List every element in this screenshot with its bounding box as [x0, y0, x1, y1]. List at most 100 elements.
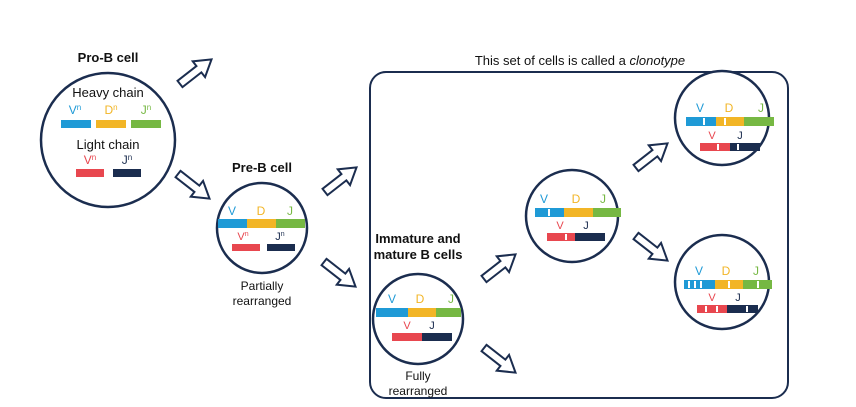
pre-b-heavy-v-label: V — [228, 204, 236, 218]
pro-b-light-j-segment — [113, 169, 141, 177]
clone-top-heavy-j-segment — [744, 117, 774, 126]
arrow-mid-to-bottom — [628, 227, 675, 270]
pre-b-cell: Pre-B cell V D J Vn Jn Partially rearran… — [215, 160, 309, 308]
pre-b-light-v-segment — [232, 244, 260, 251]
clone-middle-heavy-v-label: V — [540, 192, 548, 206]
pro-b-heavy-j-segment — [131, 120, 161, 128]
pre-b-title: Pre-B cell — [232, 160, 292, 175]
pre-b-heavy-d-segment — [247, 219, 276, 228]
clone-middle-heavy-d-label: D — [572, 192, 581, 206]
pro-b-circle — [39, 71, 177, 209]
pro-b-heavy-d-segment — [96, 120, 126, 128]
clone-middle-heavy-d-segment — [564, 208, 593, 217]
immature-caption-line1: Fully — [405, 369, 430, 383]
pro-b-heavy-v-label: Vn — [69, 103, 81, 117]
immature-heavy-v-segment — [376, 308, 408, 317]
light-chain-label: Light chain — [77, 137, 140, 152]
clone-bottom-heavy-j-label: J — [753, 264, 759, 278]
clone-bottom-heavy-mutation-mark-3 — [700, 281, 702, 288]
pre-b-light-j-segment — [267, 244, 295, 251]
clonotype-title: This set of cells is called a clonotype — [475, 53, 685, 68]
clone-top-light-mutation-mark-1 — [717, 144, 719, 150]
arrow-pre-to-immature — [316, 253, 363, 296]
clone-bottom-heavy-v-segment — [684, 280, 715, 289]
pro-b-light-v-segment — [76, 169, 104, 177]
arrow-immature-to-mid — [476, 245, 523, 288]
heavy-chain-label: Heavy chain — [72, 85, 144, 100]
pre-b-light-v-label: Vn — [237, 231, 248, 243]
immature-heavy-v-label: V — [388, 292, 396, 306]
clone-middle-heavy-j-segment — [593, 208, 621, 217]
immature-light-v-segment — [392, 333, 422, 341]
clone-bottom-heavy-mutation-mark-1 — [688, 281, 690, 288]
clone-bottom-light-v-label: V — [708, 292, 716, 304]
clone-middle-heavy-j-label: J — [600, 192, 606, 206]
immature-heavy-d-label: D — [416, 292, 425, 306]
clone-bottom-light-mutation-mark-2 — [716, 306, 718, 312]
clone-cell-middle: V D J V J — [524, 168, 621, 264]
immature-heavy-j-segment — [436, 308, 461, 317]
pre-b-heavy-j-segment — [276, 219, 305, 228]
clone-bottom-heavy-d-label: D — [722, 264, 731, 278]
arrow-pro-to-pre — [170, 165, 217, 208]
clone-middle-light-j-label: J — [583, 220, 589, 232]
clone-cell-bottom: V D J V J — [673, 233, 772, 331]
pro-b-heavy-v-segment — [61, 120, 91, 128]
clone-middle-heavy-mutation-mark — [548, 209, 550, 216]
clone-top-heavy-mutation-mark-2 — [724, 118, 726, 125]
clone-top-heavy-j-label: J — [758, 101, 764, 115]
clonotype-box: This set of cells is called a clonotype — [369, 53, 789, 399]
clone-bottom-heavy-mutation-mark-4 — [728, 281, 730, 288]
pro-b-heavy-j-label: Jn — [141, 103, 151, 117]
arrow-immature-down — [476, 339, 523, 382]
clone-cell-top: V D J V J — [673, 69, 774, 167]
pre-b-light-j-label: Jn — [275, 231, 285, 243]
clone-top-heavy-v-label: V — [696, 101, 704, 115]
immature-caption-line2: rearranged — [389, 384, 448, 398]
clone-middle-light-v-label: V — [556, 220, 564, 232]
immature-heavy-j-label: J — [448, 292, 454, 306]
pre-b-heavy-j-label: J — [287, 204, 293, 218]
clone-top-heavy-d-segment — [716, 117, 744, 126]
pre-b-caption-line1: Partially — [241, 279, 284, 293]
arrow-pre-up — [317, 158, 364, 201]
immature-light-j-segment — [422, 333, 452, 341]
arrow-pro-up — [172, 50, 219, 93]
clone-top-heavy-d-label: D — [725, 101, 734, 115]
pro-b-light-v-label: Vn — [84, 153, 96, 167]
immature-light-v-label: V — [403, 320, 411, 332]
clone-top-light-v-segment — [700, 143, 730, 151]
pro-b-cell: Pro-B cell Heavy chain Vn Dn Jn Light ch… — [39, 50, 177, 209]
pro-b-light-j-label: Jn — [122, 153, 132, 167]
immature-title-line2: mature B cells — [374, 247, 463, 262]
clone-bottom-light-j-label: J — [735, 292, 741, 304]
clone-top-heavy-v-segment — [686, 117, 716, 126]
clone-top-light-v-label: V — [708, 130, 716, 142]
pro-b-title: Pro-B cell — [78, 50, 139, 65]
clone-bottom-light-j-segment — [727, 305, 758, 313]
clone-top-heavy-mutation-mark-1 — [703, 118, 705, 125]
immature-circle — [371, 272, 465, 366]
clone-top-light-j-segment — [730, 143, 760, 151]
clone-bottom-light-mutation-mark-1 — [705, 306, 707, 312]
clone-top-light-j-label: J — [737, 130, 743, 142]
clone-middle-light-j-segment — [575, 233, 605, 241]
clone-bottom-heavy-mutation-mark-2 — [694, 281, 696, 288]
pro-b-heavy-d-label: Dn — [104, 103, 117, 117]
clone-bottom-heavy-mutation-mark-5 — [757, 281, 759, 288]
immature-title-line1: Immature and — [375, 231, 460, 246]
clone-middle-light-mutation-mark — [565, 234, 567, 240]
immature-heavy-d-segment — [408, 308, 436, 317]
pre-b-heavy-v-segment — [218, 219, 247, 228]
clone-top-light-mutation-mark-2 — [737, 144, 739, 150]
clone-bottom-light-v-segment — [697, 305, 727, 313]
immature-light-j-label: J — [429, 320, 435, 332]
arrow-mid-to-top — [628, 134, 675, 177]
clone-bottom-heavy-v-label: V — [695, 264, 703, 278]
immature-b-cell: Immature and mature B cells V D J V J Fu… — [371, 231, 465, 398]
pre-b-heavy-d-label: D — [257, 204, 266, 218]
clone-middle-light-v-segment — [547, 233, 575, 241]
clone-bottom-light-mutation-mark-3 — [746, 306, 748, 312]
